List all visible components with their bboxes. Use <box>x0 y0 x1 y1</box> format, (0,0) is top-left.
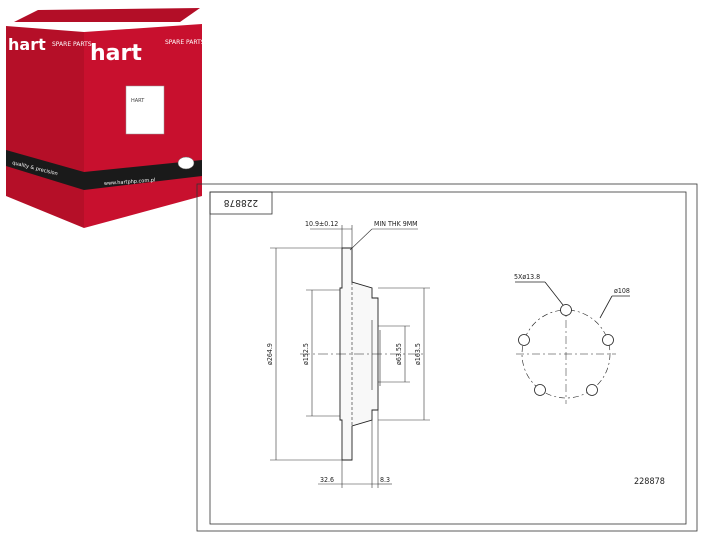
product-box: HART hart hart SPARE PARTS SPARE PARTS q… <box>6 8 205 228</box>
dim-bolt-holes: 5Xø13.8 <box>514 273 540 281</box>
drawing-frame-inner <box>209 191 687 525</box>
box-top-face <box>14 8 200 22</box>
bolt-pattern-view <box>515 281 630 404</box>
dim-outer-diameter: ø264.9 <box>266 343 274 365</box>
part-number-box-text: 228878 <box>224 197 259 208</box>
dim-overall-height: 32.6 <box>320 476 334 484</box>
part-number-box <box>209 191 273 215</box>
box-stripe-front <box>6 150 84 190</box>
box-stripe-side <box>84 160 202 190</box>
dim-hat-diameter: ø163.5 <box>414 343 422 365</box>
dim-hat-depth: 8.3 <box>380 476 390 484</box>
dim-center-bore: ø63.55 <box>395 343 403 365</box>
website: www.hartphp.com.pl <box>104 177 156 187</box>
box-label <box>125 85 165 135</box>
part-number-bottom: 228878 <box>634 477 665 487</box>
spare-parts-tag-front: SPARE PARTS <box>52 41 92 48</box>
drawing-frame-outer <box>196 183 698 532</box>
brand-logo-front: hart <box>8 35 46 54</box>
dim-hub-thickness: 10.9±0.12 <box>305 220 338 228</box>
product-box-image: HART hart hart SPARE PARTS SPARE PARTS q… <box>0 0 215 235</box>
box-label-text: HART <box>131 98 145 104</box>
badge-icon <box>177 156 195 170</box>
disc-cross-section <box>300 247 425 461</box>
spare-parts-tag-side: SPARE PARTS <box>165 39 205 46</box>
brand-logo-side: hart <box>90 41 142 66</box>
dim-min-thickness: MIN THK 9MM <box>374 220 418 228</box>
dim-pcd: ø108 <box>614 287 630 295</box>
box-front-face <box>6 26 84 228</box>
dimension-lines <box>270 225 430 488</box>
dim-inner-diameter: ø152.5 <box>302 343 310 365</box>
